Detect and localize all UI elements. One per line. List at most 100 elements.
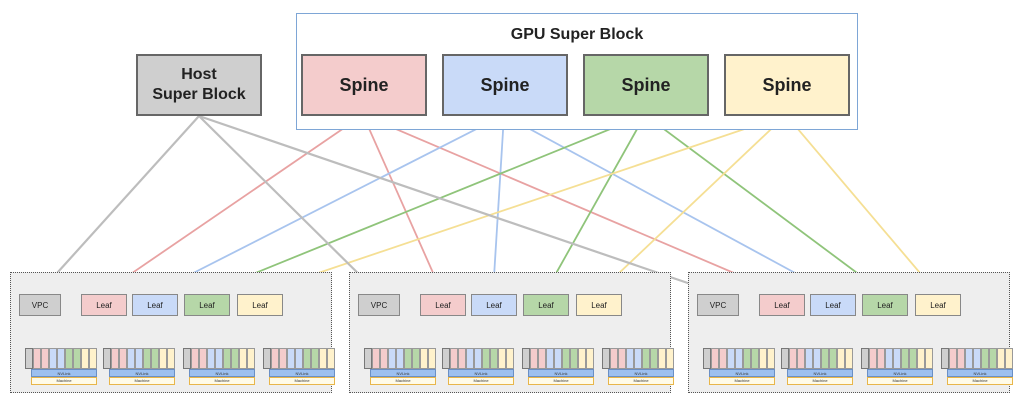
nvlink-bar: NVLink <box>269 369 335 377</box>
gpu-cell <box>634 348 642 369</box>
gpu-cell <box>49 348 57 369</box>
gpu-cell <box>311 348 319 369</box>
gpu-cell <box>490 348 498 369</box>
gpu-nic-grid <box>530 348 594 369</box>
machine-label: Machine <box>608 377 674 385</box>
gpu-cell <box>498 348 506 369</box>
gpu-cell <box>727 348 735 369</box>
gpu-cell <box>805 348 813 369</box>
gpu-cell <box>191 348 199 369</box>
gpu-nic-grid <box>711 348 775 369</box>
host-vpc-link <box>198 115 379 294</box>
spine-1: Spine <box>301 54 427 116</box>
gpu-cell <box>626 348 634 369</box>
nvlink-bar: NVLink <box>528 369 594 377</box>
gpu-cell <box>917 348 925 369</box>
gpu-cell <box>845 348 853 369</box>
gpu-cell <box>797 348 805 369</box>
leaf-node-4: Leaf <box>237 294 283 316</box>
gpu-cell <box>973 348 981 369</box>
gpu-nic-grid <box>33 348 97 369</box>
gpu-cell <box>562 348 570 369</box>
leaf-node-3: Leaf <box>184 294 230 316</box>
gpu-cell <box>554 348 562 369</box>
gpu-cell <box>239 348 247 369</box>
spine-leaf-link <box>644 114 885 294</box>
gpu-cell <box>743 348 751 369</box>
spine-leaf-link <box>544 114 646 294</box>
gpu-cell <box>295 348 303 369</box>
gpu-cell <box>111 348 119 369</box>
gpu-cell <box>135 348 143 369</box>
spine-leaf-link <box>362 114 443 294</box>
gpu-nic-grid <box>949 348 1013 369</box>
machine-label: Machine <box>31 377 97 385</box>
nvlink-bar: NVLink <box>31 369 97 377</box>
gpu-cell <box>327 348 335 369</box>
host-vpc-link <box>38 115 200 294</box>
gpu-cell <box>1005 348 1013 369</box>
nvlink-bar: NVLink <box>370 369 436 377</box>
gpu-nic-grid <box>271 348 335 369</box>
nvlink-bar: NVLink <box>709 369 775 377</box>
gpu-nic-grid <box>610 348 674 369</box>
vpc-node: VPC <box>697 294 739 316</box>
spine-leaf-link <box>492 114 505 294</box>
gpu-cell <box>711 348 719 369</box>
gpu-cell <box>586 348 594 369</box>
machine-label: Machine <box>269 377 335 385</box>
gpu-cell <box>287 348 295 369</box>
gpu-cell <box>658 348 666 369</box>
gpu-cell <box>231 348 239 369</box>
gpu-cell <box>223 348 231 369</box>
gpu-cell <box>869 348 877 369</box>
gpu-cell <box>428 348 436 369</box>
gpu-cell <box>73 348 81 369</box>
machine-label: Machine <box>709 377 775 385</box>
gpu-cell <box>997 348 1005 369</box>
gpu-cell <box>151 348 159 369</box>
nvlink-bar: NVLink <box>867 369 933 377</box>
gpu-super-block-title: GPU Super Block <box>510 26 644 43</box>
gpu-nic-grid <box>789 348 853 369</box>
gpu-nic-grid <box>869 348 933 369</box>
gpu-cell <box>81 348 89 369</box>
gpu-cell <box>33 348 41 369</box>
gpu-cell <box>767 348 775 369</box>
host-nic <box>941 348 949 369</box>
nvlink-bar: NVLink <box>787 369 853 377</box>
gpu-cell <box>506 348 514 369</box>
vpc-node: VPC <box>358 294 400 316</box>
machine-label: Machine <box>370 377 436 385</box>
gpu-cell <box>901 348 909 369</box>
spine-2: Spine <box>442 54 568 116</box>
machine-label: Machine <box>528 377 594 385</box>
gpu-cell <box>570 348 578 369</box>
gpu-cell <box>404 348 412 369</box>
gpu-nic-grid <box>111 348 175 369</box>
gpu-cell <box>143 348 151 369</box>
gpu-cell <box>642 348 650 369</box>
gpu-cell <box>610 348 618 369</box>
gpu-cell <box>925 348 933 369</box>
host-vpc-link <box>198 114 718 295</box>
spine-leaf-link <box>597 114 787 294</box>
machine-label: Machine <box>109 377 175 385</box>
gpu-cell <box>759 348 767 369</box>
gpu-cell <box>965 348 973 369</box>
spine-leaf-link <box>258 114 787 294</box>
gpu-cell <box>279 348 287 369</box>
gpu-cell <box>420 348 428 369</box>
gpu-cell <box>789 348 797 369</box>
gpu-cell <box>578 348 586 369</box>
gpu-cell <box>821 348 829 369</box>
host-nic <box>25 348 33 369</box>
gpu-cell <box>396 348 404 369</box>
gpu-cell <box>837 348 845 369</box>
